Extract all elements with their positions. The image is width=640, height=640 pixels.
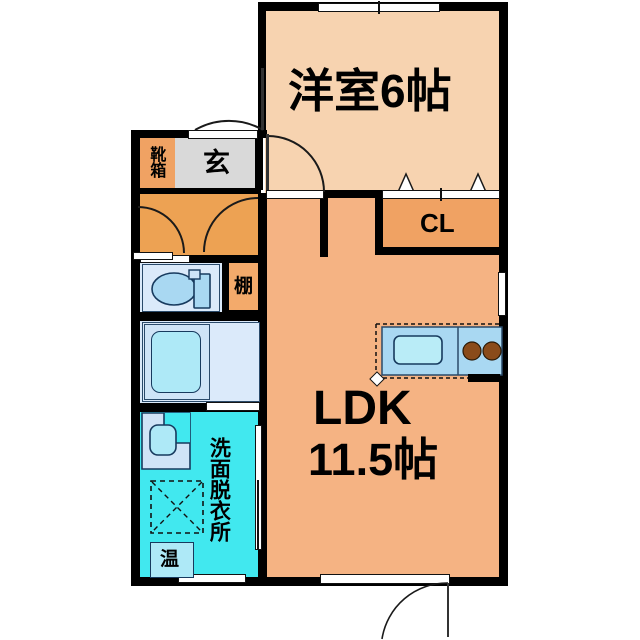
door-swing-corridor-right [203, 197, 259, 253]
wall-left-outer [131, 130, 140, 585]
wall-bath-bottom [131, 403, 262, 412]
room-fill-genkan [175, 137, 261, 193]
room-label-shelf: 棚 [234, 276, 254, 297]
wall-corridor-ldk-divider [258, 193, 267, 585]
kitchen-counter-icon [369, 323, 503, 387]
bathtub-icon [151, 331, 201, 393]
sliding-glass-door-ldk-bottom [320, 574, 450, 584]
room-fill-corridor [138, 193, 261, 255]
wall-genkan-right [255, 130, 263, 190]
sliding-door-dressing-track [257, 480, 259, 550]
wall-closet-left [375, 195, 383, 253]
door-sill-entrance [188, 130, 258, 139]
wall-corridor-bottom [131, 255, 261, 263]
wall-ldk-stub [320, 195, 328, 257]
wall-kitchen-stub [468, 374, 500, 382]
room-fill-ldk-upper-left [266, 195, 326, 255]
door-swing-bedroom [266, 134, 325, 193]
room-label-bedroom: 洋室6帖 [288, 65, 452, 117]
door-sill-bedroom [266, 190, 324, 199]
wall-shelf-left [222, 262, 229, 314]
toilet-bowl-icon [151, 269, 211, 309]
room-fill-ldk [266, 195, 500, 580]
room-fill-bedroom [265, 10, 500, 195]
room-label-closet: CL [420, 208, 455, 238]
wall-right-outer-lower [499, 196, 508, 586]
water-heater-label: 温 [160, 549, 180, 570]
door-swing-entrance [194, 68, 264, 131]
room-label-ldk-size: 11.5帖 [308, 434, 439, 485]
room-label-dressing: 洗面脱衣所 [207, 437, 231, 542]
wall-toilet-bottom [131, 312, 262, 321]
closet-door-mullion [440, 188, 442, 201]
room-label-genkan: 玄 [203, 148, 230, 178]
wall-genkan-corridor [131, 188, 261, 194]
water-heater-box [150, 542, 194, 578]
room-fill-closet [382, 198, 500, 248]
room-label-ldk: LDK [313, 382, 412, 435]
door-sill-corridor-left [133, 252, 173, 260]
window-bedroom-top-mullion [378, 1, 380, 14]
wall-bottom-outer [131, 577, 508, 586]
washing-machine-space-icon [150, 480, 204, 534]
wall-bedroom-right [499, 2, 508, 200]
wall-shelf-bottom [222, 310, 262, 319]
wash-basin-icon [141, 412, 191, 470]
room-fill-shelf [228, 262, 261, 314]
room-label-shoebox: 靴箱 [147, 146, 165, 178]
door-swing-ldk-bottom [381, 582, 449, 640]
window-ldk-right [498, 272, 506, 316]
room-fill-shoebox [140, 137, 175, 193]
window-dressing-bottom [178, 574, 246, 583]
door-swing-corridor-left [137, 206, 185, 254]
closet-sliding-door-markers [396, 172, 488, 193]
wall-closet-bottom [375, 247, 500, 255]
